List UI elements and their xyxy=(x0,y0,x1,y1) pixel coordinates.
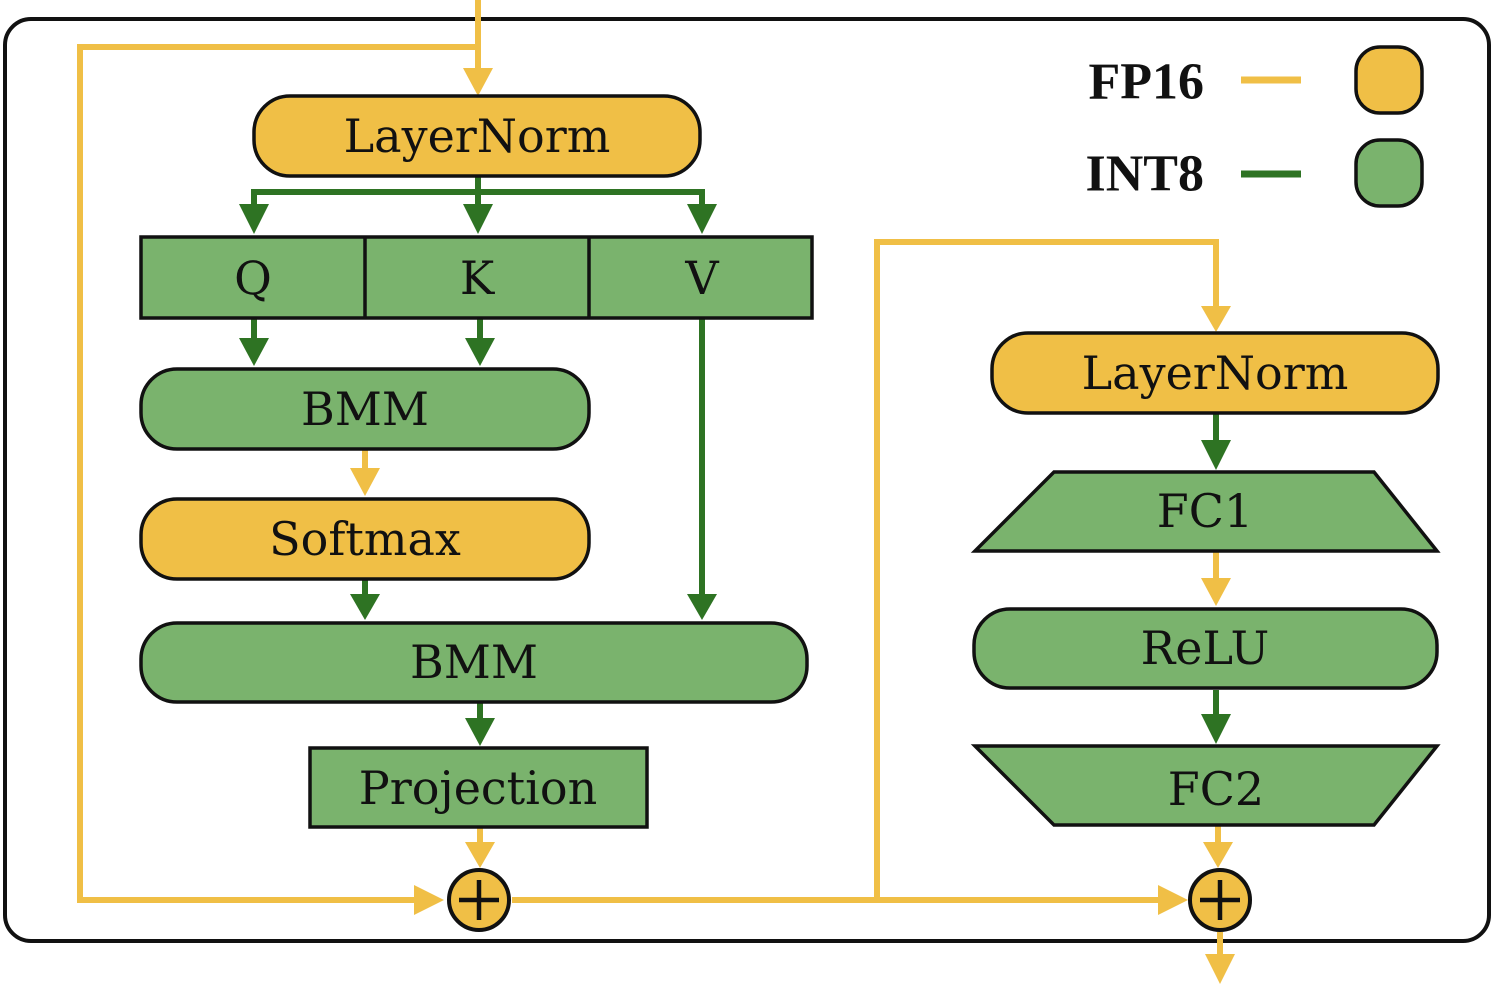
fc2: FC2 xyxy=(970,744,1441,827)
qkv-projection: Q K V xyxy=(139,235,814,320)
attention-layernorm-label: LayerNorm xyxy=(344,109,611,163)
fc1-label: FC1 xyxy=(1157,484,1253,538)
relu: ReLU xyxy=(972,607,1439,690)
ffn-layernorm-label: LayerNorm xyxy=(1082,346,1349,400)
legend-int8-label: INT8 xyxy=(1086,146,1204,203)
int8-arrowheads xyxy=(239,204,1231,746)
bmm-qk: BMM xyxy=(139,367,591,451)
softmax-label: Softmax xyxy=(269,512,461,566)
legend-fp16-label: FP16 xyxy=(1088,54,1204,111)
fc1: FC1 xyxy=(970,470,1441,553)
attention-layernorm: LayerNorm xyxy=(252,94,702,178)
legend-item-fp16: FP16 xyxy=(1088,45,1424,115)
fc2-label: FC2 xyxy=(1168,762,1264,816)
q-label: Q xyxy=(234,251,272,305)
bmm-av-label: BMM xyxy=(410,635,538,689)
legend-item-int8: INT8 xyxy=(1086,138,1424,208)
residual-add-1 xyxy=(447,868,511,932)
relu-label: ReLU xyxy=(1141,621,1270,675)
projection: Projection xyxy=(308,746,649,829)
int8-connectors xyxy=(251,176,1219,720)
residual-add-2 xyxy=(1188,868,1252,932)
softmax: Softmax xyxy=(139,497,591,581)
bmm-av: BMM xyxy=(139,621,809,704)
fp16-arrowheads xyxy=(350,68,1235,984)
ffn-layernorm: LayerNorm xyxy=(990,331,1440,415)
legend: FP16 INT8 xyxy=(1086,45,1424,208)
bmm-qk-label: BMM xyxy=(301,382,429,436)
projection-label: Projection xyxy=(359,761,597,815)
k-label: K xyxy=(460,251,496,305)
v-label: V xyxy=(684,251,719,305)
outer-frame xyxy=(3,17,1491,943)
